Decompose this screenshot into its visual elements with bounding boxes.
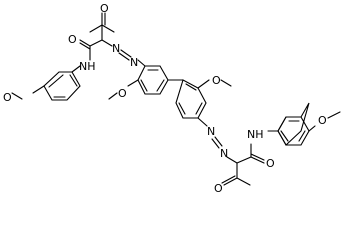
atom-labels: O O NH N N O O O N N NH O O O [3,2,327,195]
atom-nh-bottom: NH [247,128,264,141]
upper-fragment [71,12,146,73]
lower-fragment [211,130,279,186]
left-methoxyphenyl-ring [11,71,81,101]
atom-ome-o-right: O [318,114,327,127]
atom-ketone-o-bottom: O [214,182,223,195]
atom-azo-n1-bottom: N [207,125,215,138]
biphenyl-lower-ring [175,79,232,127]
biphenyl-upper-ring [108,65,184,100]
right-methoxyphenyl-ring [277,102,341,146]
atom-ome-o-top-left: O [3,91,12,104]
molecule-structure-diagram: O O NH N N O O O N N NH O O O [3,2,341,195]
atom-ketone-o-top: O [100,2,109,15]
atom-ome-o-biphenyl-right: O [212,74,221,87]
molecule-svg: O O NH N N O O O N N NH O O O [3,2,341,195]
atom-azo-n2-bottom: N [220,147,228,160]
atom-azo-n2-top: N [130,56,138,69]
atom-nh-top: NH [79,60,96,73]
atom-amide-o-top: O [68,33,77,46]
atom-azo-n1-top: N [112,42,120,55]
atom-ome-o-biphenyl-left: O [118,87,127,100]
atom-amide-o-bottom: O [266,157,275,170]
